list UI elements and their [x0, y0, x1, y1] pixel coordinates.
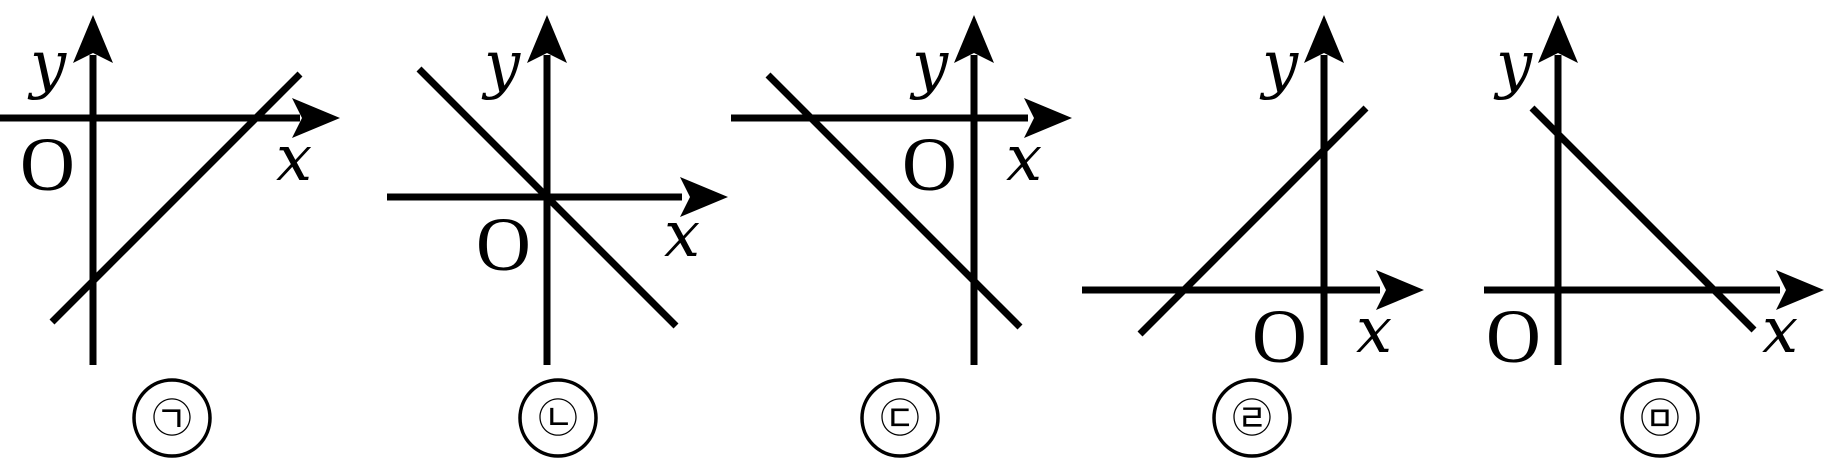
origin-label: O: [476, 203, 531, 287]
origin-label: O: [20, 123, 75, 207]
y-axis-label: y: [481, 28, 521, 102]
panel-3: y x O ㉢: [731, 15, 1072, 458]
function-line: [416, 66, 679, 329]
y-axis-arrowhead: [73, 15, 113, 63]
y-axis-arrowhead: [1304, 15, 1344, 63]
x-axis-arrowhead: [680, 177, 728, 217]
panel-tag-circle: [518, 378, 598, 458]
function-line: [765, 72, 1023, 330]
y-axis-label: y: [1259, 28, 1299, 102]
y-axis-arrowhead: [954, 15, 994, 63]
function-line: [49, 71, 303, 325]
y-axis-label: y: [27, 28, 67, 102]
origin-label: O: [1252, 295, 1307, 379]
function-line: [1137, 105, 1369, 337]
y-axis-arrowhead: [1538, 15, 1578, 63]
x-axis-arrowhead: [1776, 270, 1824, 310]
panel-tag-circle: [1212, 378, 1292, 458]
x-axis-arrowhead: [292, 98, 340, 138]
x-axis-label: x: [664, 198, 700, 272]
x-axis-label: x: [1356, 294, 1392, 368]
x-axis-arrowhead: [1376, 270, 1424, 310]
x-axis-label: x: [276, 122, 312, 196]
y-axis-label: y: [909, 28, 949, 102]
origin-label: O: [902, 123, 957, 207]
panel-tag: ㉤: [1640, 396, 1680, 442]
function-line: [1529, 105, 1757, 333]
y-axis-label: y: [1493, 28, 1533, 102]
x-axis-arrowhead: [1024, 98, 1072, 138]
panel-2: y x O ㉡: [387, 15, 728, 458]
panel-tag: ㉠: [152, 396, 192, 442]
panel-4: y x O ㉣: [1082, 15, 1424, 458]
panel-tag: ㉡: [538, 396, 578, 442]
panel-tag: ㉣: [1232, 396, 1272, 442]
panel-1: y x O ㉠: [0, 15, 340, 458]
x-axis-label: x: [1762, 294, 1798, 368]
y-axis-arrowhead: [527, 15, 567, 63]
panel-5: y x O ㉤: [1484, 15, 1824, 458]
panel-tag-circle: [860, 378, 940, 458]
x-axis-label: x: [1006, 122, 1042, 196]
panel-tag-circle: [1620, 378, 1700, 458]
panel-tag: ㉢: [880, 396, 920, 442]
origin-label: O: [1486, 295, 1541, 379]
panel-tag-circle: [132, 378, 212, 458]
